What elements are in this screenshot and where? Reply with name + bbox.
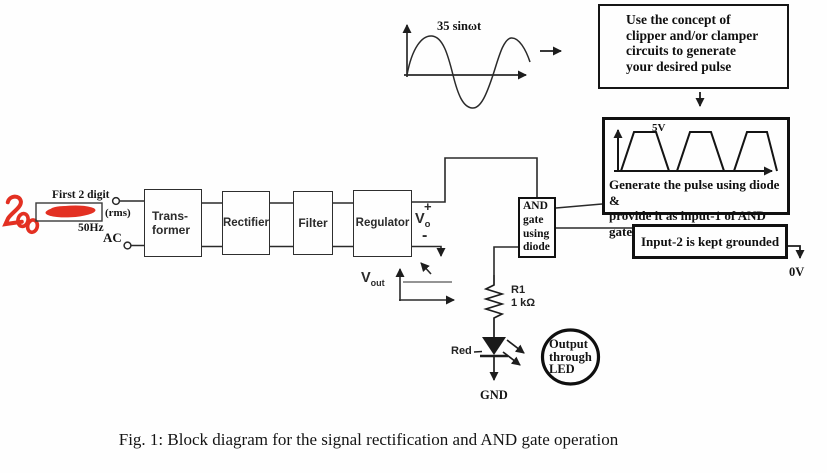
vo-sub: o xyxy=(424,219,431,230)
line-and-gate-output xyxy=(493,246,518,275)
led-diode-triangle xyxy=(482,337,506,355)
ground-label: GND xyxy=(480,388,508,402)
led-color-label: Red xyxy=(451,345,472,357)
line-and-gate-to-pulse-box xyxy=(555,203,603,209)
block-and-gate: AND gate using diode xyxy=(518,197,556,258)
vout-label: Vout xyxy=(361,270,385,288)
source-frequency-label: 50Hz xyxy=(78,222,104,234)
line-regulator-to-and-gate xyxy=(412,157,538,203)
block-filter: Filter xyxy=(293,191,333,255)
chain-links xyxy=(202,202,353,248)
ground-0v-arrow xyxy=(788,245,805,259)
sine-wave-sketch xyxy=(402,24,531,109)
redacted-value-box xyxy=(35,202,103,222)
led-light-arrow-2 xyxy=(502,351,521,366)
pulse-trapezoid-2 xyxy=(676,131,725,172)
pulse-trapezoid-1 xyxy=(620,131,670,172)
sine-curve xyxy=(406,35,531,109)
pulse-instruction-text: Generate the pulse using diode & provide… xyxy=(609,177,780,239)
led-light-arrow-1 xyxy=(506,339,525,354)
input2-grounded-box: Input-2 is kept grounded xyxy=(632,224,788,259)
output-circle-text: Output through LED xyxy=(549,337,592,377)
red-annotation xyxy=(2,194,96,235)
pulse-instruction-box: Generate the pulse using diode & provide… xyxy=(602,117,790,239)
handwritten-digit-o2 xyxy=(25,218,40,235)
resistor-value-label: 1 kΩ xyxy=(511,297,536,309)
block-regulator: Regulator xyxy=(353,190,412,257)
terminal-top xyxy=(111,196,121,206)
block-rectifier: Rectifier xyxy=(222,191,270,255)
pulse-waveform-sketch xyxy=(613,129,778,176)
sine-amplitude-label: 35 sinωt xyxy=(437,19,482,33)
ground-level-label: 0V xyxy=(789,265,805,279)
and-gate-wiring xyxy=(493,203,632,275)
output-circle xyxy=(540,328,601,386)
vout-main: V xyxy=(361,270,371,286)
clipper-instruction-box: Use the concept of clipper and/or clampe… xyxy=(598,4,789,89)
terminal-bottom xyxy=(123,241,132,250)
output-branch-symbols xyxy=(473,275,525,381)
pulse-trapezoid-3 xyxy=(733,131,778,172)
vout-annotation-arrow xyxy=(420,262,432,275)
vout-sub: out xyxy=(370,278,385,288)
pulse-level-label: 5V xyxy=(652,122,666,134)
vo-plus-sign: + xyxy=(424,199,432,214)
resistor-symbol xyxy=(483,275,505,337)
source-terminals xyxy=(111,196,144,250)
vout-sketch xyxy=(395,268,455,305)
resistor-name-label: R1 xyxy=(511,284,526,296)
vo-label: Vo xyxy=(415,211,430,230)
source-rms-label: (rms) xyxy=(105,207,131,219)
block-transformer: Trans- former xyxy=(144,189,202,257)
vo-main: V xyxy=(415,211,425,227)
regulator-output-lines xyxy=(412,157,538,275)
vout-drop-arrow xyxy=(412,245,446,257)
source-ac-label: AC xyxy=(103,230,122,245)
red-scribble-redaction-2 xyxy=(50,206,82,214)
figure-caption: Fig. 1: Block diagram for the signal rec… xyxy=(118,430,619,449)
vo-minus-sign: - xyxy=(422,227,428,244)
red-label-tick xyxy=(473,350,483,353)
source-label: First 2 digit xyxy=(52,189,110,201)
handwritten-digit-2 xyxy=(2,194,24,227)
